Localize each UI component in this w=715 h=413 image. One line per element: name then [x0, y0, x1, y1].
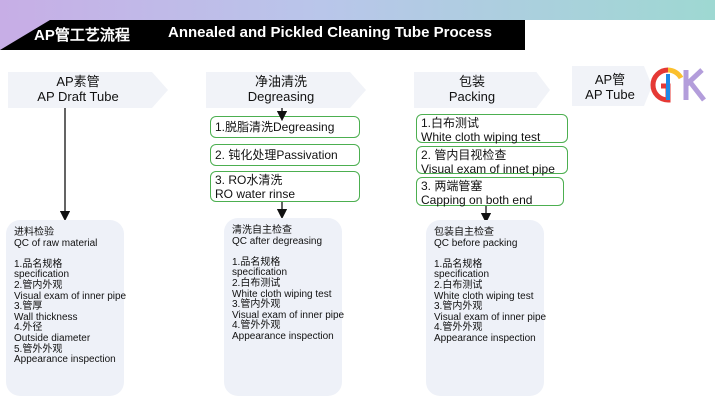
qc_packing-line: QC before packing: [434, 237, 518, 249]
qc_degreasing-line: 4.管外外观: [232, 320, 281, 332]
stage-draft-tube-en: AP Draft Tube: [37, 89, 119, 104]
degreasing-step-3-line2: RO water rinse: [215, 187, 296, 201]
packing-step-1-line1: 1.白布测试: [421, 116, 480, 130]
stage-draft-tube: [8, 72, 168, 108]
stage-draft-tube-cn: AP素管: [56, 74, 100, 89]
gk-logo-icon: [650, 67, 706, 103]
stage-degreasing: [206, 72, 366, 108]
qc_raw-line: specification: [14, 269, 70, 281]
stage-packing-cn: 包装: [458, 74, 485, 89]
title-wedge-decoration: [0, 20, 50, 50]
qc_degreasing-line: White cloth wiping test: [232, 288, 332, 300]
top-gradient-band: [0, 0, 715, 20]
packing-step-2-line1: 2. 管内目视检查: [421, 148, 507, 162]
stage-degreasing-en: Degreasing: [247, 89, 315, 104]
qc_packing-line: 包装自主检查: [434, 227, 494, 238]
degreasing-step-3: 3. RO水清洗 RO water rinse: [210, 171, 360, 202]
stage-degreasing-cn: 净油清洗: [254, 74, 307, 89]
qc_degreasing-line: Appearance inspection: [232, 330, 334, 342]
qc_degreasing-line: specification: [232, 267, 288, 279]
degreasing-step-3-line1: 3. RO水清洗: [215, 173, 283, 187]
qc_packing-line: 4.管外外观: [434, 322, 483, 334]
qc_degreasing-line: QC after degreasing: [232, 235, 323, 247]
stage-draft-tube-label: AP素管 AP Draft Tube: [8, 74, 148, 104]
qc_raw-line: 2.管内外观: [14, 279, 63, 291]
packing-step-1-line2: White cloth wiping test: [421, 130, 541, 144]
packing-step-3-line2: Capping on both end: [421, 193, 533, 207]
qc_packing-line: Visual exam of inner pipe: [434, 311, 547, 323]
stage-degreasing-label: 净油清洗 Degreasing: [206, 74, 356, 104]
qc_raw-line: Appearance inspection: [14, 354, 116, 366]
stage-packing-label: 包装 Packing: [414, 74, 530, 104]
degreasing-step-2: 2. 钝化处理Passivation: [210, 144, 360, 166]
qc_packing-line: 1.品名规格: [434, 258, 483, 270]
qc_packing-line: 2.白布测试: [434, 279, 483, 291]
stage-packing-en: Packing: [448, 89, 496, 104]
stage-ap-tube-label: AP管 AP Tube: [574, 72, 646, 102]
stage-ap-tube: [572, 66, 652, 106]
qc_raw-line: 3.管厚: [14, 301, 43, 313]
qc_degreasing-line: 1.品名规格: [232, 256, 281, 268]
packing-step-2-line2: Visual exam of innet pipe: [421, 162, 555, 176]
stage-ap-tube-en: AP Tube: [585, 87, 635, 102]
qc_degreasing-line: 清洗自主检查: [232, 225, 292, 236]
stage-ap-tube-cn: AP管: [594, 72, 626, 87]
qc_packing-line: White cloth wiping test: [434, 290, 534, 302]
qc_packing-line: Appearance inspection: [434, 332, 536, 344]
title-cn: AP管工艺流程: [34, 27, 130, 44]
qc_packing-line: 3.管内外观: [434, 301, 483, 313]
qc_raw-line: 5.管外外观: [14, 343, 63, 355]
qc_raw-line: 1.品名规格: [14, 258, 63, 270]
qc_raw-line: 进料检验: [14, 227, 54, 238]
packing-step-2: 2. 管内目视检查 Visual exam of innet pipe: [416, 146, 568, 176]
qc_raw-line: 4.外径: [14, 322, 43, 334]
qc_degreasing-line: 3.管内外观: [232, 299, 281, 311]
packing-step-1: 1.白布测试 White cloth wiping test: [416, 114, 568, 144]
qc_degreasing-line: 2.白布测试: [232, 277, 281, 289]
qc_raw-line: Visual exam of inner pipe: [14, 290, 127, 302]
degreasing-step-1: 1.脱脂清洗Degreasing: [210, 116, 360, 138]
qc_packing-line: specification: [434, 269, 490, 281]
degreasing-step-2-text: 2. 钝化处理Passivation: [215, 148, 338, 162]
qc_raw-line: QC of raw material: [14, 237, 98, 249]
degreasing-step-1-text: 1.脱脂清洗Degreasing: [215, 120, 335, 134]
packing-step-3: 3. 两端管塞 Capping on both end: [416, 177, 564, 207]
qc_raw-line: Outside diameter: [14, 332, 91, 344]
stage-packing: [414, 72, 550, 108]
packing-step-3-line1: 3. 两端管塞: [421, 179, 483, 193]
title-bar: AP管工艺流程 Annealed and Pickled Cleaning Tu…: [0, 20, 525, 50]
qc_raw-line: Wall thickness: [14, 311, 78, 323]
qc_degreasing-line: Visual exam of inner pipe: [232, 309, 345, 321]
title-en: Annealed and Pickled Cleaning Tube Proce…: [168, 24, 492, 41]
